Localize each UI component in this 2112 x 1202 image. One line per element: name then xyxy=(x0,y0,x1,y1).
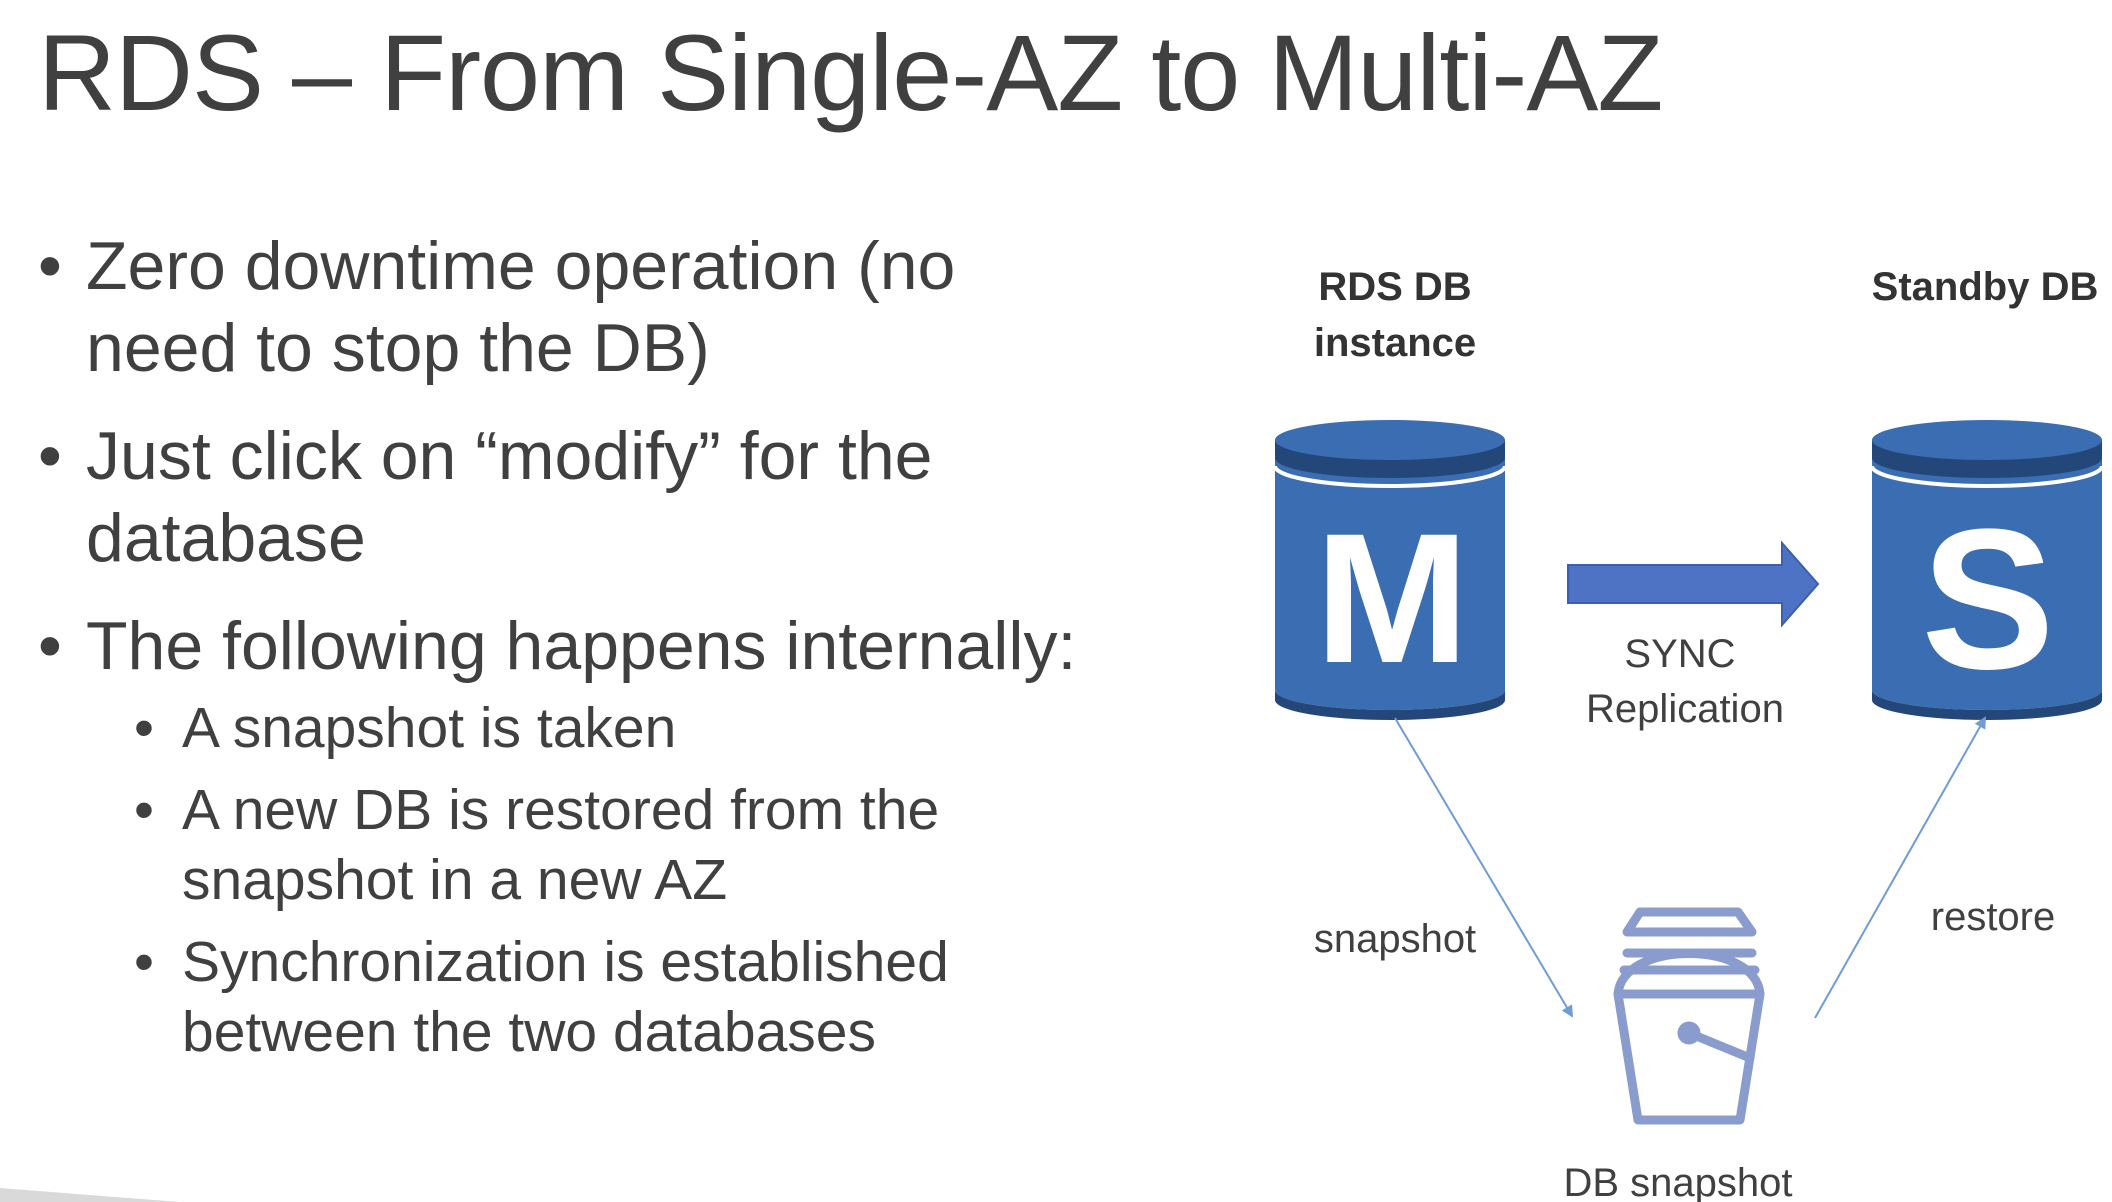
slide-title: RDS – From Single-AZ to Multi-AZ xyxy=(38,12,1663,133)
bullet-list: Zero downtime operation (no need to stop… xyxy=(38,225,1118,1079)
arrow-right-icon xyxy=(1567,540,1820,628)
database-icon: S xyxy=(1870,420,2104,720)
snapshot-arrow-label: snapshot xyxy=(1314,917,1476,961)
database-icon: M xyxy=(1273,420,1507,720)
bucket-label: DB snapshot xyxy=(1563,1161,1792,1202)
snapshot-arrow xyxy=(1394,717,1574,1018)
replication-label: Replication xyxy=(1586,687,1784,731)
sub-bullet-item: A snapshot is taken xyxy=(38,693,1118,763)
master-db-label-2: instance xyxy=(1314,321,1476,365)
sync-label: SYNC xyxy=(1624,632,1735,676)
restore-arrow xyxy=(1814,716,1986,1019)
bullet-item: The following happens internally: xyxy=(38,605,1118,687)
standby-db-label: Standby DB xyxy=(1872,265,2099,309)
standby-letter: S xyxy=(1921,488,2054,711)
sub-bullet-item: A new DB is restored from the snapshot i… xyxy=(38,775,1118,915)
restore-arrow-label: restore xyxy=(1931,895,2056,939)
bullet-item: Just click on “modify” for the database xyxy=(38,415,1118,579)
bucket-icon xyxy=(1613,907,1765,1125)
slide-corner-decoration xyxy=(0,1188,180,1202)
sub-bullet-item: Synchronization is established between t… xyxy=(38,927,1118,1067)
bullet-item: Zero downtime operation (no need to stop… xyxy=(38,225,1118,389)
master-letter: M xyxy=(1315,496,1469,702)
master-db-label: RDS DB xyxy=(1318,265,1471,309)
